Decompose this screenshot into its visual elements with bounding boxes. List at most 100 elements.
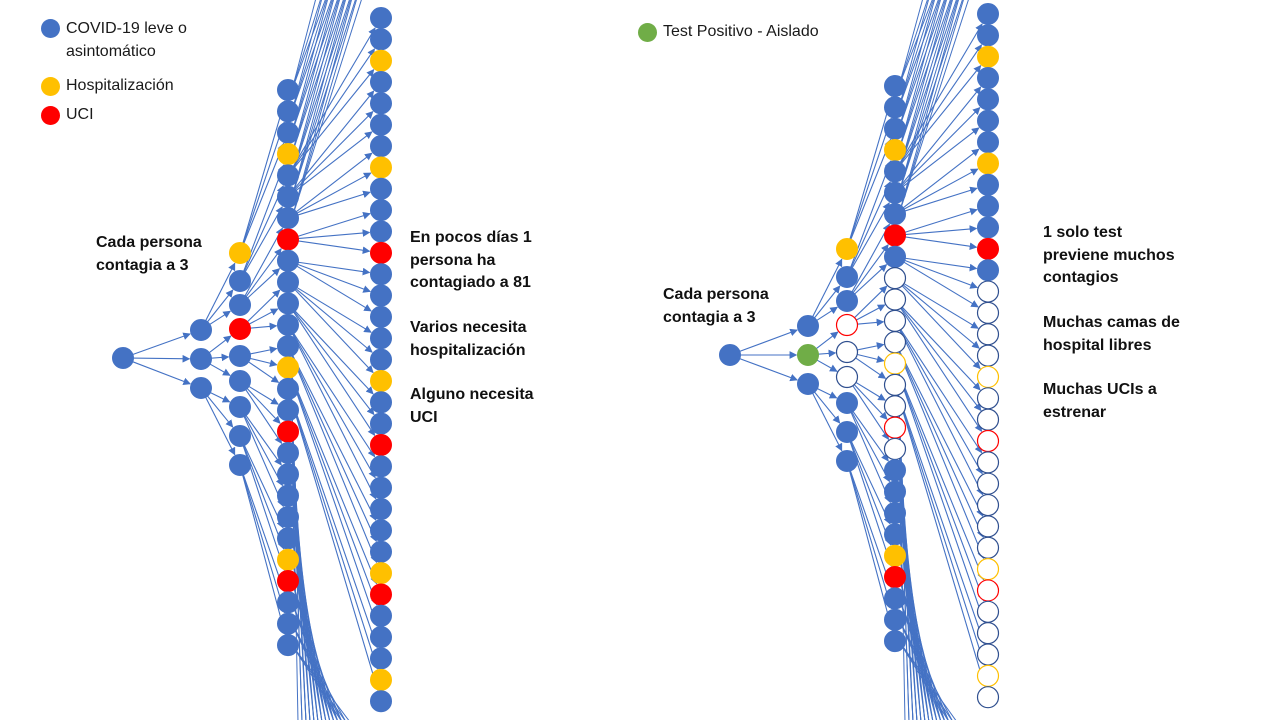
left-level4-node [277,121,299,144]
left-edge-l3-l4 [242,472,286,593]
left-edge-offscreen [291,623,342,720]
right-note-hospital: Muchas camas de hospital libres [1043,314,1180,354]
right-edge-offscreen [898,0,941,151]
left-edge-l4-l5 [290,375,379,606]
left-edge-l3-l4 [241,472,287,614]
right-note-test: 1 solo test previene muchos contagios [1043,224,1175,286]
legend-label-mild: COVID-19 leve o asintomático [66,20,187,60]
left-edge-l4-l5 [292,331,376,458]
right-edge-l3-l4 [850,439,891,525]
right-edge-l3-l4 [850,223,890,294]
left-level4-node [277,100,299,123]
left-level5-node [370,263,392,286]
left-level3-node [229,454,251,476]
right-level4-node [884,502,906,524]
left-edge-offscreen [291,0,326,91]
right-level5-node [976,579,1000,602]
left-edge-offscreen [291,602,338,720]
right-level5-node [977,88,999,111]
right-level4-node [884,544,906,567]
right-edge-l4-l5 [902,186,978,213]
left-edge-offscreen [291,0,321,91]
left-level5-node [370,391,392,414]
right-edge-root-l2 [737,357,798,382]
right-edge-offscreen [898,640,957,720]
right-level4-node [884,96,906,119]
right-edge-offscreen [898,0,947,172]
left-level3-node [229,270,251,292]
green-dot-icon [638,23,657,42]
right-level5-node [976,280,1000,303]
left-edge-l3-l4 [248,346,278,355]
left-edge-offscreen [291,623,346,720]
right-edge-l3-l4 [851,383,890,441]
left-level4-node [277,335,299,358]
right-level5-node [976,600,1000,623]
right-level3-node [836,290,858,312]
right-edge-l4-l5 [900,107,981,188]
right-edge-offscreen [898,640,949,720]
left-edge-l4-l5 [289,396,380,691]
legend-item-hospital: Hospitalización [41,75,174,97]
legend-label-uci: UCI [66,106,94,123]
left-note-contagion: En pocos días 1 persona ha contagiado a … [410,229,532,291]
right-level4-node [884,587,906,610]
left-level5-node [370,220,392,243]
left-edge-l4-l5 [290,375,379,628]
left-edge-l3-l4 [241,100,287,246]
right-edge-l3-l4 [853,380,886,401]
right-edge-l2-l3 [815,358,838,372]
right-edge-offscreen [898,0,958,193]
right-level5-node [977,195,999,218]
right-level5-node [977,131,999,154]
left-edge-offscreen [291,0,345,176]
left-edge-offscreen [291,0,339,155]
right-level4-node [884,566,906,589]
right-edge-l3-l4 [852,285,888,320]
left-edge-l4-l5 [294,152,373,214]
left-level3-node [229,370,251,392]
right-level4-node [884,181,906,204]
left-edge-l2-l3 [207,335,232,355]
left-edge-offscreen [291,0,362,219]
right-edge-offscreen [898,0,964,215]
left-edge-l2-l3 [204,262,236,323]
legend-label-hospital: Hospitalización [66,77,174,94]
left-edge-offscreen [291,623,338,720]
right-edge-offscreen [898,0,953,193]
right-level2-node [797,344,819,366]
right-edge-l4-l5 [902,208,978,234]
right-edge-l3-l4 [848,96,894,242]
right-edge-offscreen [898,640,953,720]
right-level5-node [976,451,1000,474]
left-level5-node [370,156,392,179]
left-level3-node [229,396,251,418]
right-edge-l4-l5 [901,148,980,210]
left-edge-l4-l5 [293,111,374,192]
left-edge-offscreen [291,559,327,720]
right-level5-node [976,686,1000,709]
left-level3-node [229,242,251,264]
right-edge-l4-l5 [900,283,981,370]
left-level5-node [370,327,392,350]
right-edge-offscreen [898,0,963,193]
right-edge-l3-l4 [850,202,890,270]
right-level4-node [884,608,906,631]
right-level5-node [976,301,1000,324]
left-note-hospital: Varios necesita hospitalización [410,319,527,359]
right-edge-l2-l3 [816,349,837,358]
right-edge-offscreen [898,598,949,720]
right-edge-offscreen [898,619,949,720]
right-level5-node [976,493,1000,517]
left-edge-l3-l4 [241,473,287,635]
right-edges [737,0,987,720]
left-note-uci: Alguno necesita UCI [410,386,534,426]
left-edge-l4-l5 [294,264,372,312]
right-edge-offscreen [898,555,934,720]
right-edge-l2-l3 [811,258,843,319]
right-edge-l4-l5 [899,327,983,454]
left-edge-l3-l4 [244,387,283,445]
right-edge-l4-l5 [903,236,978,251]
right-edge-l4-l5 [898,23,983,165]
left-level5-node [370,369,392,392]
